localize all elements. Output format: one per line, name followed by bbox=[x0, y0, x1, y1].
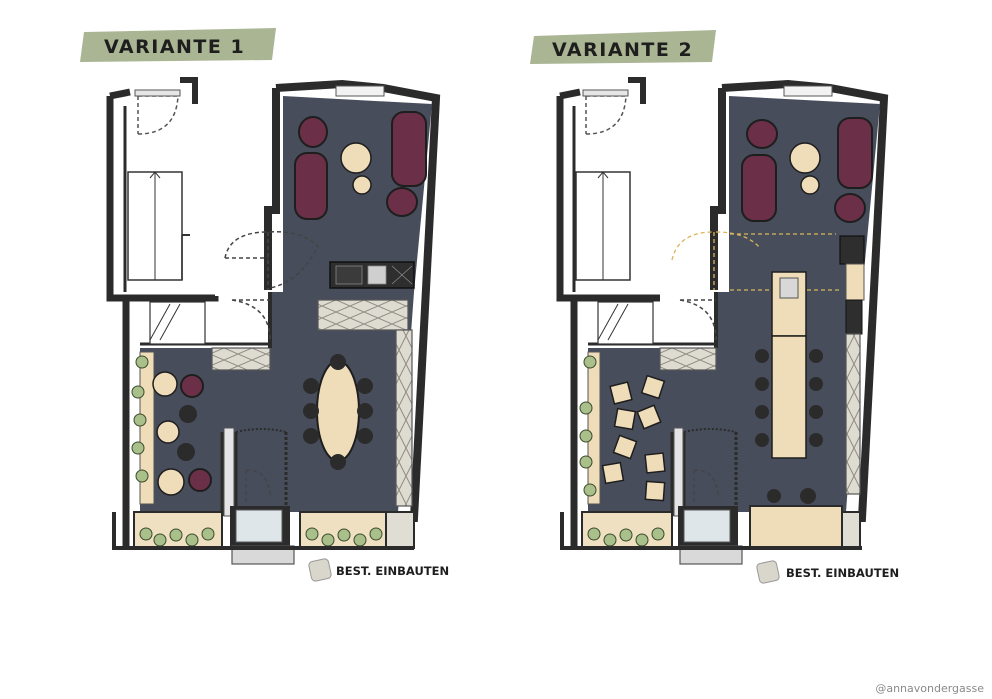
variant-2-banner: VARIANTE 2 bbox=[530, 30, 716, 64]
side-table-icon bbox=[352, 175, 372, 195]
dining-table-icon bbox=[316, 360, 360, 462]
entrance-door-icon bbox=[235, 509, 283, 543]
stool-icon bbox=[755, 377, 769, 391]
chair-icon bbox=[303, 428, 319, 444]
stool-icon bbox=[755, 349, 769, 363]
armchair-icon bbox=[180, 374, 204, 398]
stool-icon bbox=[809, 377, 823, 391]
side-table-icon bbox=[800, 175, 820, 195]
armchair-icon bbox=[188, 468, 212, 492]
variant-1-existing-builtin bbox=[211, 347, 271, 371]
variant-2-left-wing bbox=[556, 77, 660, 302]
variant-2-plants-left bbox=[579, 355, 597, 497]
variant-1-left-wing bbox=[106, 77, 219, 302]
chair-icon bbox=[357, 403, 373, 419]
sofa-icon bbox=[294, 152, 328, 220]
variant-2-banner-bg bbox=[530, 30, 716, 64]
variant-1: VARIANTE 1 bbox=[80, 28, 449, 582]
coffee-table-icon bbox=[789, 142, 821, 174]
variant-1-entrance bbox=[220, 427, 295, 565]
side-table-icon bbox=[157, 468, 185, 496]
stool-icon bbox=[612, 434, 638, 460]
variant-2-legend-label: BEST. EINBAUTEN bbox=[786, 566, 899, 580]
variant-2-window bbox=[783, 85, 833, 97]
variant-2-existing-builtin bbox=[659, 347, 717, 371]
chair-icon bbox=[357, 428, 373, 444]
chair-icon bbox=[767, 489, 781, 503]
variant-2-cafe-seating bbox=[601, 374, 666, 502]
existing-builtin-swatch bbox=[756, 560, 780, 584]
coffee-table-icon bbox=[340, 142, 372, 174]
variant-2-legend: BEST. EINBAUTEN bbox=[756, 560, 899, 584]
variant-1-banner: VARIANTE 1 bbox=[80, 28, 276, 62]
chair-icon bbox=[800, 488, 816, 504]
armchair-icon bbox=[386, 187, 418, 217]
sofa-icon bbox=[391, 111, 427, 187]
variant-1-lounge-corner bbox=[152, 371, 212, 496]
sofa-icon bbox=[837, 117, 873, 189]
variant-2-lounge-seating bbox=[741, 117, 873, 223]
bar-table-icon bbox=[771, 335, 807, 459]
variant-2-bench bbox=[587, 351, 601, 505]
variant-1-legend: BEST. EINBAUTEN bbox=[308, 558, 449, 582]
variant-2-kitchen bbox=[730, 233, 865, 495]
chair-icon bbox=[357, 378, 373, 394]
entrance-door-icon bbox=[683, 509, 731, 543]
variant-2-existing-builtin bbox=[845, 333, 861, 495]
variant-1-existing-builtin bbox=[317, 299, 409, 331]
variant-2-title: VARIANTE 2 bbox=[552, 39, 693, 61]
variant-1-plants-left bbox=[131, 355, 149, 483]
chair-icon bbox=[303, 378, 319, 394]
chair-icon bbox=[330, 354, 346, 370]
variant-2-plants-front bbox=[587, 527, 665, 547]
chair-icon bbox=[179, 405, 197, 423]
variant-1-banner-bg bbox=[80, 28, 276, 62]
stool-icon bbox=[609, 381, 633, 405]
existing-builtin-swatch bbox=[308, 558, 332, 582]
armchair-icon bbox=[298, 116, 328, 148]
variant-1-dining bbox=[303, 354, 373, 470]
side-table-icon bbox=[156, 420, 180, 444]
stool-icon bbox=[809, 433, 823, 447]
stool-icon bbox=[809, 349, 823, 363]
variant-1-window bbox=[335, 85, 385, 97]
armchair-icon bbox=[746, 119, 778, 149]
stool-icon bbox=[644, 480, 666, 502]
sink-icon bbox=[779, 277, 799, 299]
variant-1-legend-label: BEST. EINBAUTEN bbox=[336, 564, 449, 578]
variant-2-entrance bbox=[670, 427, 743, 565]
chair-icon bbox=[303, 403, 319, 419]
chair-icon bbox=[177, 443, 195, 461]
sofa-icon bbox=[741, 154, 777, 222]
stool-icon bbox=[601, 461, 625, 485]
stool-icon bbox=[636, 404, 662, 430]
variant-2: VARIANTE 2 bbox=[530, 30, 899, 584]
chair-icon bbox=[330, 454, 346, 470]
stool-icon bbox=[613, 407, 637, 431]
variant-2-island bbox=[755, 271, 823, 459]
variant-2-storage bbox=[749, 505, 843, 549]
variant-1-lounge-seating bbox=[294, 111, 427, 220]
armchair-icon bbox=[834, 193, 866, 223]
stool-icon bbox=[755, 433, 769, 447]
author-credit: @annavondergasse bbox=[875, 682, 984, 695]
sink-icon bbox=[367, 265, 387, 285]
stool-icon bbox=[640, 374, 666, 400]
variant-1-plants-front bbox=[139, 527, 383, 547]
stool-icon bbox=[644, 452, 666, 474]
variant-1-existing-builtin bbox=[395, 329, 413, 507]
stool-icon bbox=[755, 405, 769, 419]
side-table-icon bbox=[152, 371, 178, 397]
stool-icon bbox=[809, 405, 823, 419]
variant-1-title: VARIANTE 1 bbox=[104, 36, 245, 58]
